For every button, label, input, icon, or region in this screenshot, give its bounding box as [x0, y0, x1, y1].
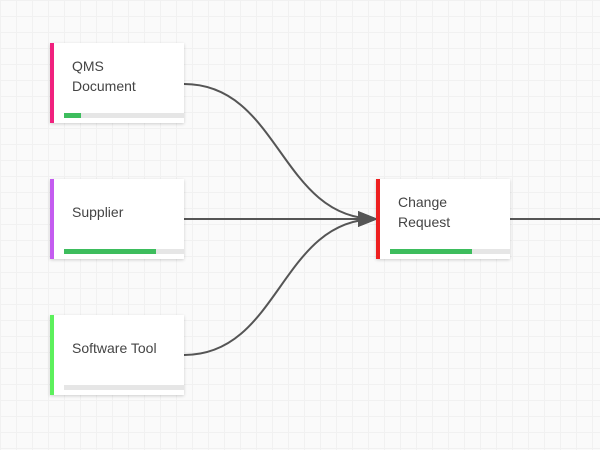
progress-bar — [64, 249, 184, 254]
progress-bar — [390, 249, 510, 254]
edge-software-to-change[interactable] — [183, 211, 378, 356]
node-supplier[interactable]: Supplier — [50, 179, 184, 259]
node-label: Software Tool — [72, 340, 157, 356]
progress-fill — [390, 249, 472, 254]
progress-bar — [64, 113, 184, 118]
node-software-tool[interactable]: Software Tool — [50, 315, 184, 395]
node-change-request[interactable]: Change Request — [376, 179, 510, 259]
node-label: Supplier — [72, 204, 124, 220]
node-qms-document[interactable]: QMS Document — [50, 43, 184, 123]
node-label: Change Request — [398, 194, 451, 230]
progress-bar — [64, 385, 184, 390]
progress-fill — [64, 249, 157, 254]
progress-fill — [64, 113, 81, 118]
node-label: QMS Document — [72, 58, 136, 94]
edge-qms-to-change[interactable] — [183, 83, 378, 227]
